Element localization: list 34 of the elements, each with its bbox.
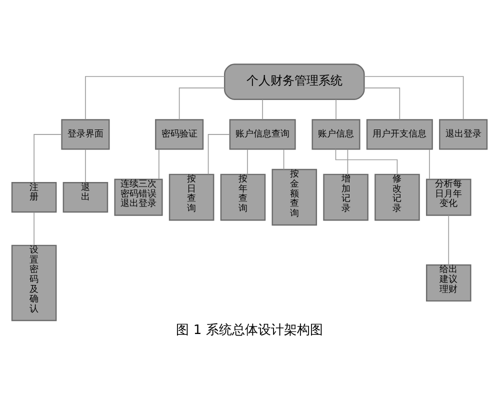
connector — [208, 134, 230, 174]
connector — [429, 148, 430, 180]
node-box: 按金额查询 — [272, 168, 318, 226]
node-box: 密码验证 — [155, 118, 204, 150]
node-box: 账户信息 — [312, 118, 360, 150]
connector — [178, 87, 225, 120]
node-box: 用户开支信息 — [366, 118, 433, 150]
node-box: 修改记录 — [374, 173, 420, 220]
node-box: 按年查询 — [220, 173, 266, 220]
node-box: 个人财务管理系统 — [224, 63, 365, 100]
connector — [448, 214, 450, 265]
node-box: 增加记录 — [323, 173, 368, 220]
connector — [85, 76, 225, 120]
node-box: 按日查询 — [168, 173, 214, 220]
node-box: 设置密码及确认 — [11, 244, 57, 321]
connector — [283, 148, 284, 170]
node-box: 退出登录 — [439, 118, 488, 150]
node-box: 给出建议理财 — [426, 264, 472, 302]
connector — [262, 98, 263, 120]
connector — [364, 76, 464, 120]
connector — [364, 87, 400, 120]
caption: 图 1 系统总体设计架构图 — [176, 322, 323, 338]
node-box: 连续三次密码错误退出登录 — [114, 178, 163, 216]
connector — [158, 148, 160, 180]
node-box: 登录界面 — [61, 118, 110, 150]
connector — [34, 134, 62, 182]
node-box: 分析每日月年变化 — [426, 178, 472, 216]
node-box: 注册 — [11, 181, 57, 212]
connector — [85, 148, 86, 182]
node-box: 退出 — [62, 181, 108, 212]
connector — [247, 148, 248, 174]
node-box: 账户信息查询 — [229, 118, 296, 150]
connector — [347, 148, 348, 174]
connector — [335, 148, 398, 174]
